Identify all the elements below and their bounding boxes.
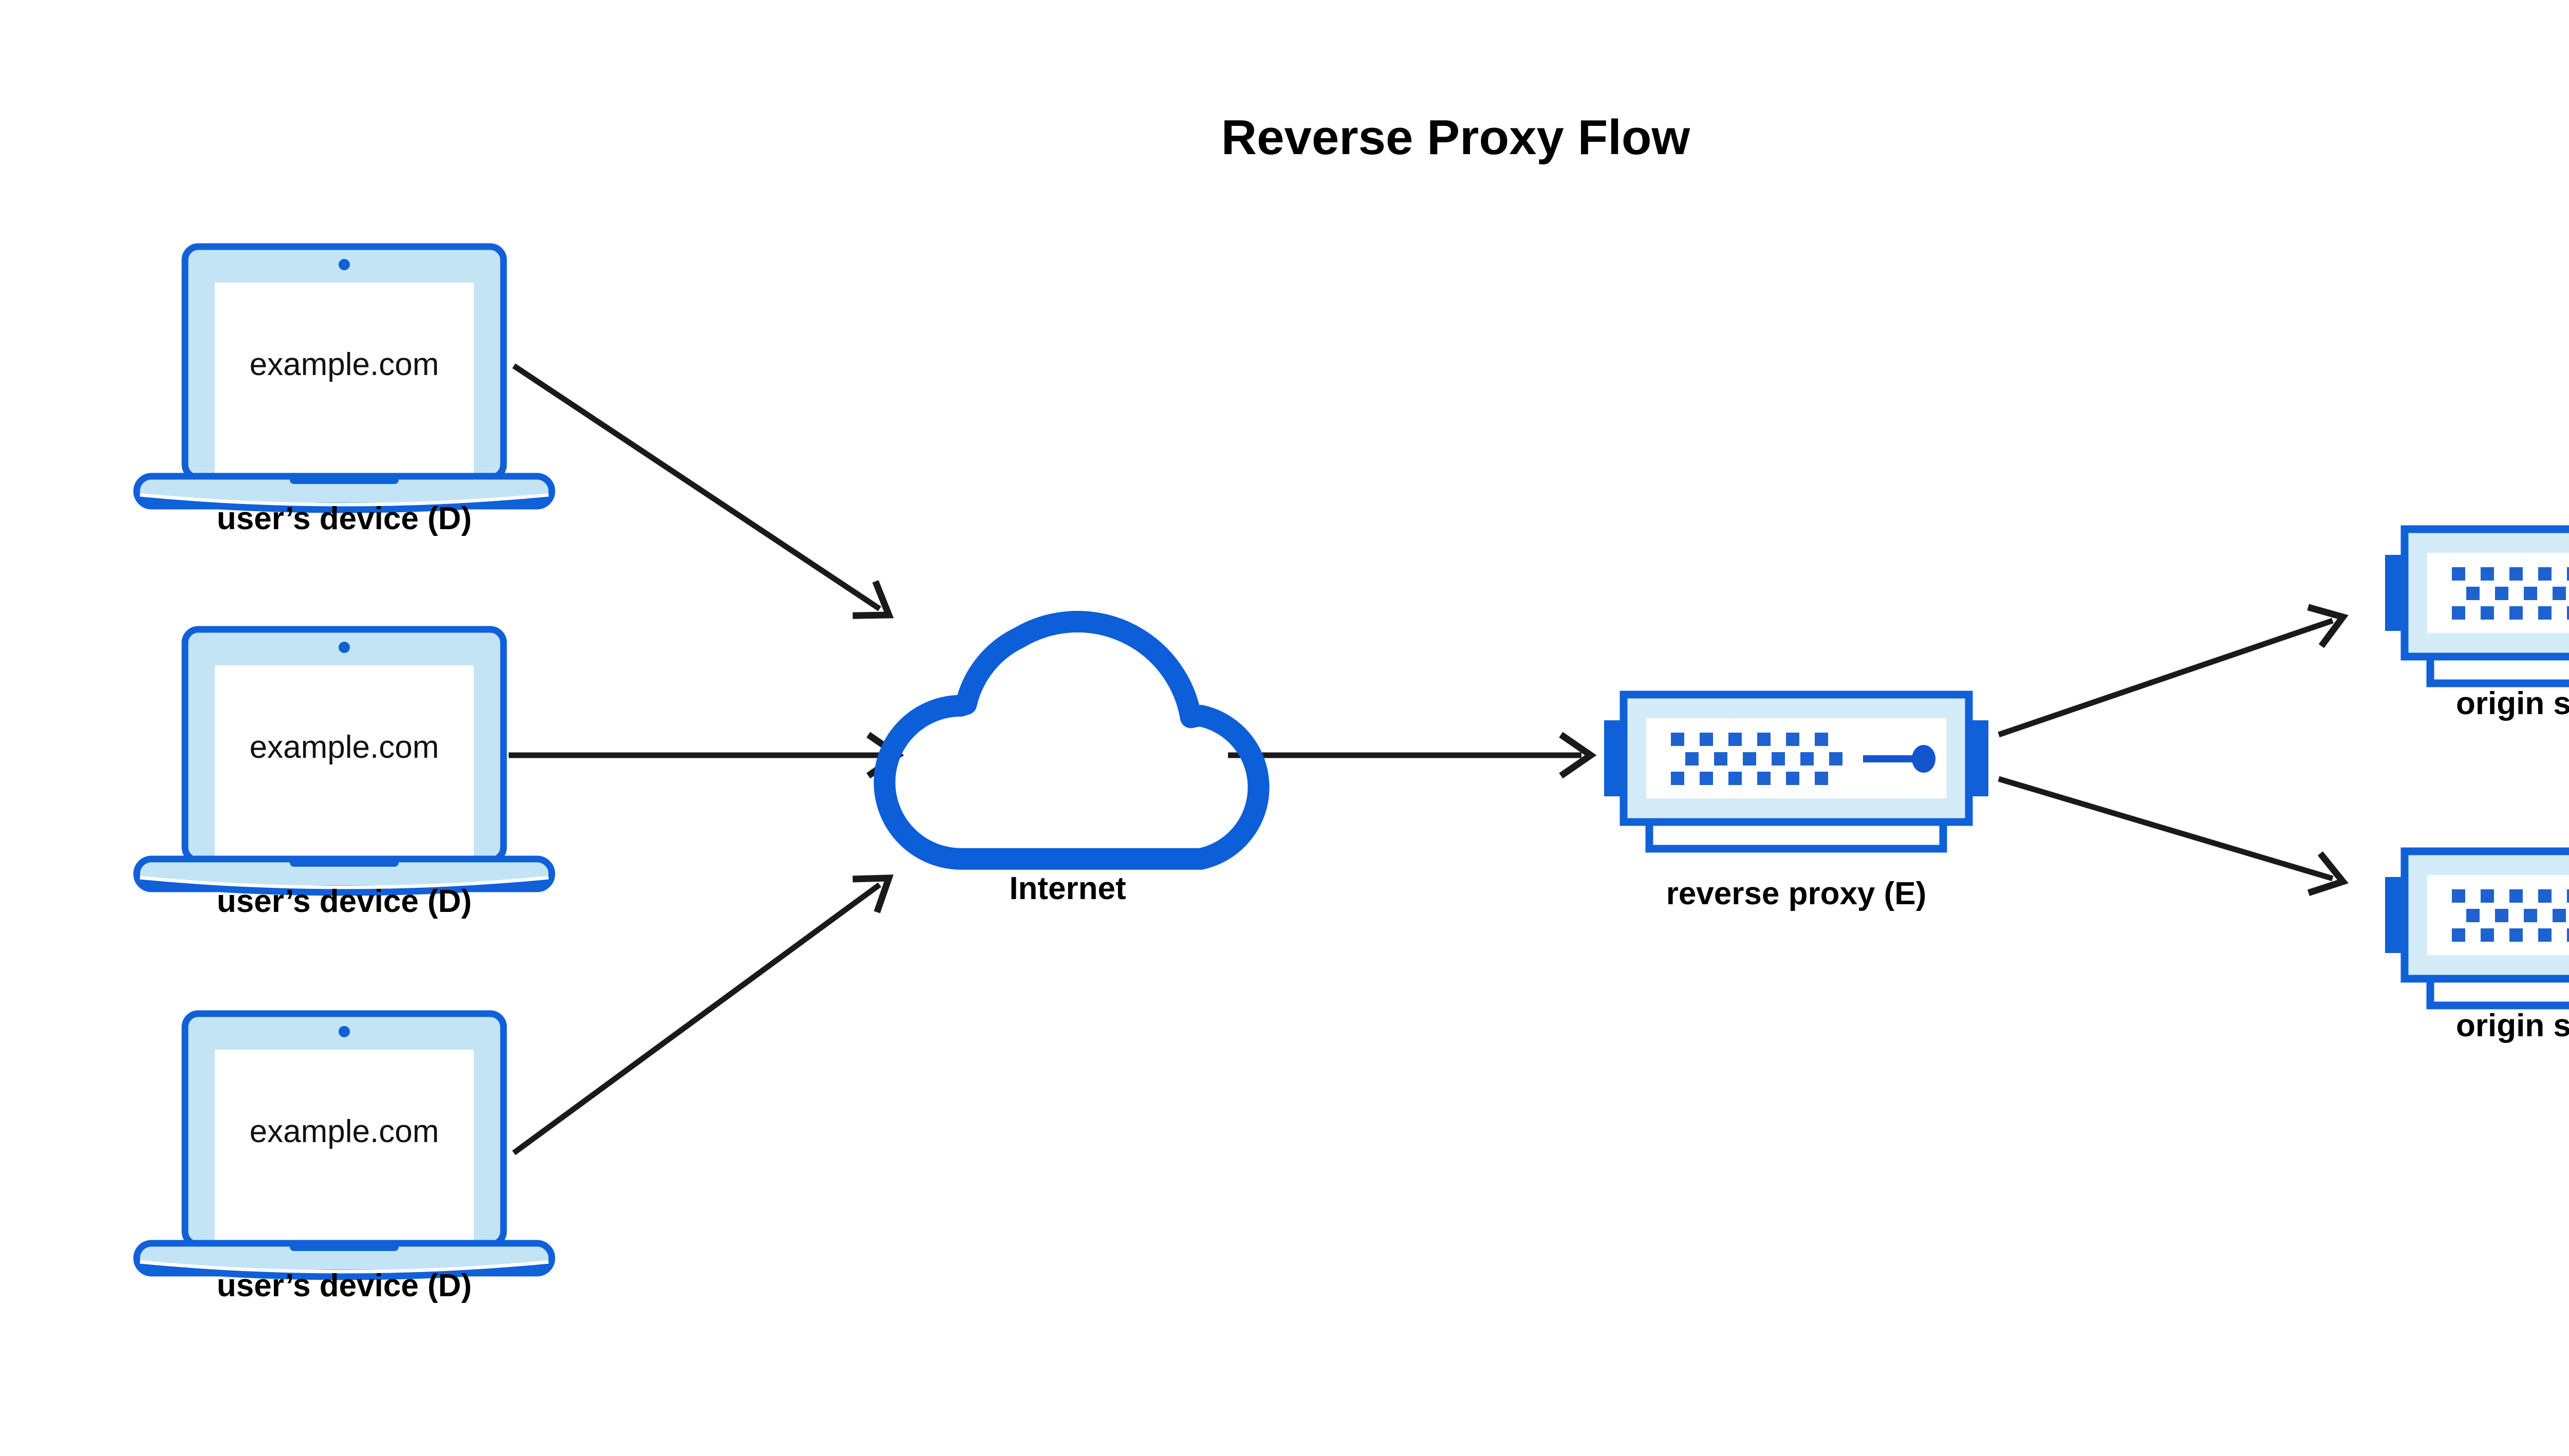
node-client-middle[interactable]: example.com user’s device (D) bbox=[137, 629, 552, 919]
origin-node-label: origin server (F) bbox=[2456, 1008, 2569, 1043]
server-icon bbox=[2385, 851, 2569, 1005]
page-title: Reverse Proxy Flow bbox=[1221, 110, 1690, 165]
node-reverse-proxy[interactable]: reverse proxy (E) bbox=[1604, 695, 1988, 911]
node-client-top[interactable]: example.com user’s device (D) bbox=[137, 247, 552, 536]
node-origin-top[interactable]: origin server (F) bbox=[2385, 529, 2569, 721]
server-icon bbox=[2385, 529, 2569, 683]
cloud-icon bbox=[885, 622, 1259, 859]
edge-proxy-to-origin-top bbox=[1998, 598, 2350, 738]
internet-node-label: Internet bbox=[1009, 871, 1126, 906]
server-icon bbox=[1604, 695, 1988, 849]
edge-client-middle-to-internet bbox=[509, 735, 898, 776]
client-screen-text: example.com bbox=[250, 347, 439, 382]
node-origin-bottom[interactable]: origin server (F) bbox=[2385, 851, 2569, 1043]
client-node-label: user’s device (D) bbox=[217, 1268, 472, 1303]
origin-node-label: origin server (F) bbox=[2456, 686, 2569, 721]
edge-proxy-to-origin-bottom bbox=[1998, 776, 2349, 901]
edge-client-bottom-to-internet bbox=[512, 862, 901, 1155]
client-node-label: user’s device (D) bbox=[217, 884, 472, 919]
proxy-node-label: reverse proxy (E) bbox=[1666, 876, 1927, 911]
node-internet[interactable]: Internet bbox=[885, 622, 1259, 906]
client-screen-text: example.com bbox=[250, 1114, 439, 1149]
client-screen-text: example.com bbox=[250, 730, 439, 765]
client-node-label: user’s device (D) bbox=[217, 501, 472, 536]
edge-client-top-to-internet bbox=[512, 363, 900, 632]
edge-internet-to-proxy bbox=[1228, 735, 1591, 776]
node-client-bottom[interactable]: example.com user’s device (D) bbox=[137, 1014, 552, 1303]
